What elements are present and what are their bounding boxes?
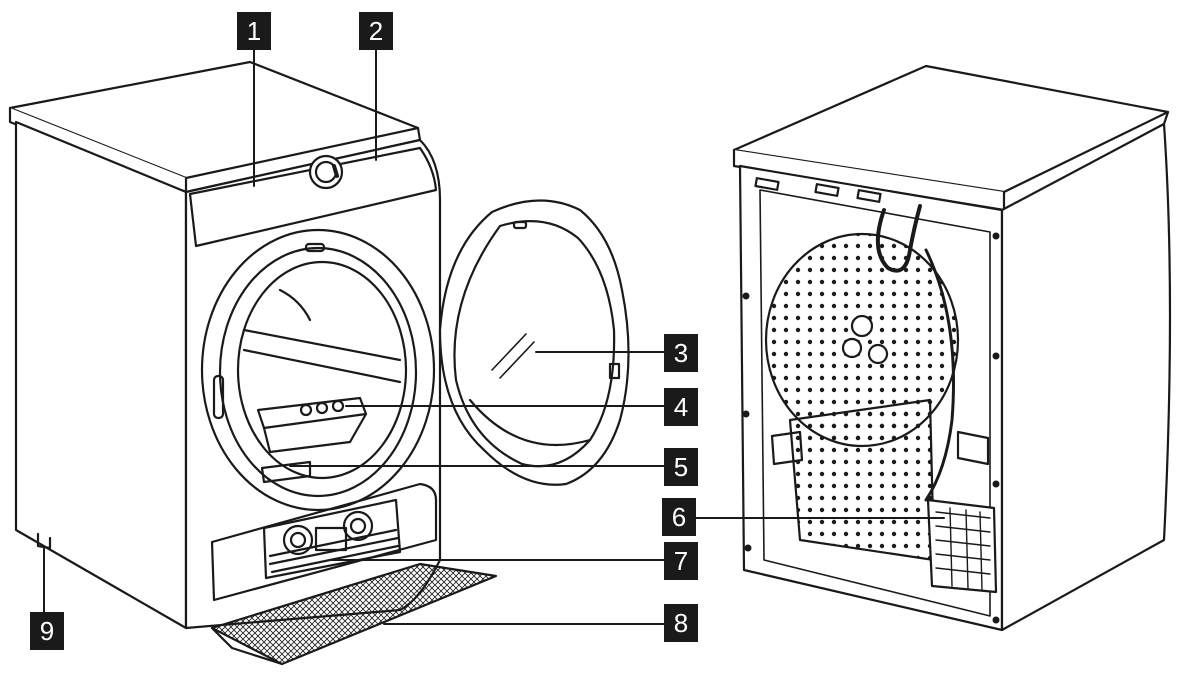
- drain-hose: [875, 204, 922, 273]
- callout-8: 8: [664, 604, 698, 642]
- callout-7: 7: [664, 542, 698, 580]
- front-dryer: [8, 60, 498, 666]
- callout-4: 4: [664, 388, 698, 426]
- open-door: [438, 199, 630, 486]
- rear-side-panel: [1000, 122, 1172, 632]
- callout-5: 5: [664, 448, 698, 486]
- control-panel: [188, 146, 438, 248]
- heat-exchanger: [262, 498, 402, 580]
- water-container-recess: [260, 460, 312, 484]
- drum-opening: [236, 260, 408, 480]
- perforated-duct: [788, 398, 936, 562]
- callout-1: 1: [237, 12, 271, 50]
- callout-9: 9: [30, 612, 64, 650]
- program-knob: [308, 154, 344, 190]
- callout-3: 3: [664, 334, 698, 372]
- plinth-cover: [210, 562, 498, 666]
- rear-dryer: [732, 64, 1172, 632]
- callout-2: 2: [359, 12, 393, 50]
- leader-lines: [43, 49, 945, 625]
- dryer-side-panel: [14, 120, 188, 630]
- door-frame: [200, 228, 436, 512]
- callout-6: 6: [662, 498, 696, 536]
